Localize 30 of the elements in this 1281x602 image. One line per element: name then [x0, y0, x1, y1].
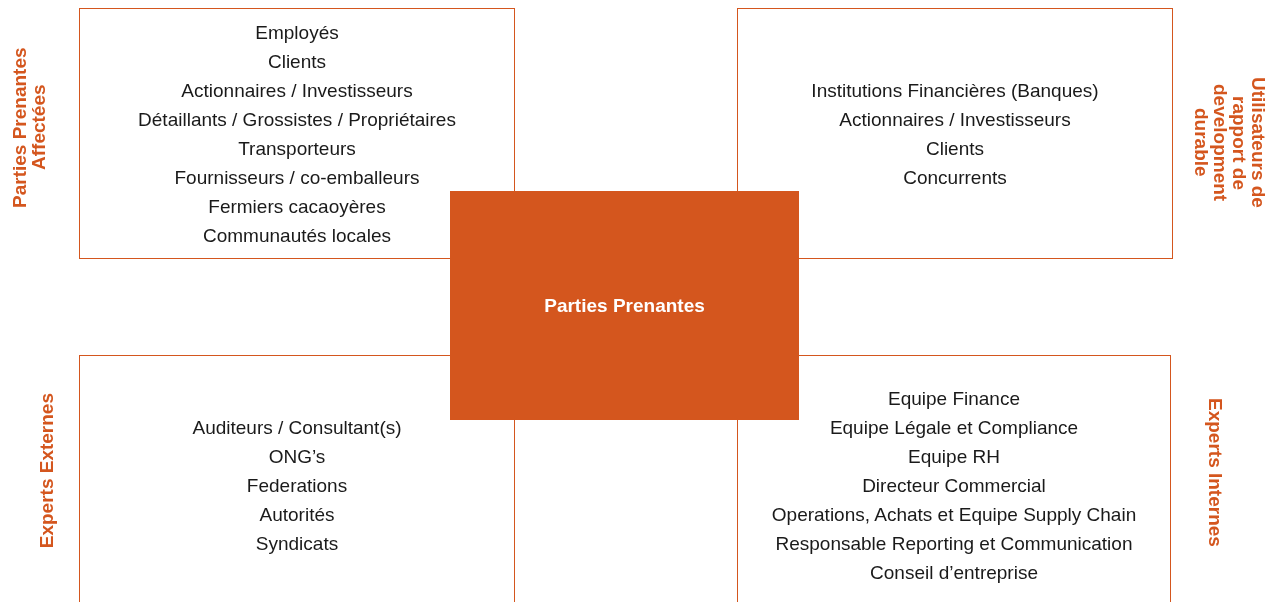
stakeholder-item: Federations [246, 473, 348, 498]
central-box [450, 191, 799, 420]
stakeholder-item: Employés [255, 20, 339, 45]
stakeholder-item: Clients [267, 49, 327, 74]
stakeholder-item: Transporteurs [238, 136, 356, 161]
stakeholder-item: Directeur Commercial [862, 473, 1046, 498]
stakeholder-item: Equipe Légale et Compliance [829, 415, 1079, 440]
stakeholder-item: Concurrents [903, 165, 1007, 190]
stakeholder-item: Equipe RH [908, 444, 1000, 469]
stakeholder-item: Auditeurs / Consultant(s) [192, 415, 402, 440]
group-heading: Utilisateurs de rapport de development durable [1192, 76, 1268, 210]
stakeholder-item: Institutions Financières (Banques) [811, 78, 1099, 103]
stakeholder-item: Actionnaires / Investisseurs [181, 78, 413, 103]
group-heading: Experts Externes [37, 393, 56, 549]
stakeholder-item: Autorités [259, 502, 335, 527]
stakeholder-item: Détaillants / Grossistes / Propriétaires [138, 107, 456, 132]
stakeholder-item: Communautés locales [203, 223, 391, 248]
central-label: Parties Prenantes [544, 294, 705, 317]
stakeholder-item: ONG’s [268, 444, 326, 469]
stakeholder-item: Fournisseurs / co-emballeurs [174, 165, 420, 190]
stakeholder-item: Syndicats [255, 531, 339, 556]
stakeholder-item: Clients [925, 136, 985, 161]
group-heading: Parties Prenantes Affectées [10, 46, 48, 210]
stakeholder-item: Actionnaires / Investisseurs [839, 107, 1071, 132]
stakeholder-item: Operations, Achats et Equipe Supply Chain [771, 502, 1137, 527]
stakeholder-item: Fermiers cacaoyères [208, 194, 386, 219]
stakeholder-item: Equipe Finance [887, 386, 1020, 411]
stakeholder-item: Responsable Reporting et Communication [775, 531, 1133, 556]
group-heading: Experts Internes [1206, 398, 1225, 547]
stakeholder-item: Conseil d’entreprise [870, 560, 1038, 585]
